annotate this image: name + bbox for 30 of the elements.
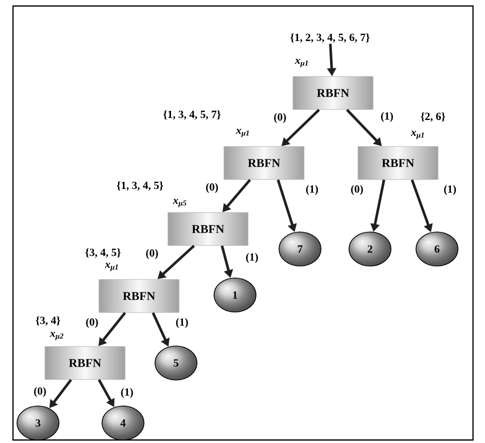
rbfn-box: RBFN [44, 346, 126, 380]
edge-label: (0) [34, 387, 46, 397]
edge-label: (1) [121, 388, 133, 398]
rbfn-box: RBFN [98, 279, 180, 313]
edge-label: (1) [444, 185, 456, 195]
edge-label: (1) [306, 185, 318, 195]
input-label: x$_{μ2}$ [50, 332, 64, 340]
set-label: {3, 4} [36, 316, 60, 326]
set-label: {1, 3, 4, 5} [116, 181, 164, 191]
edge-label: (1) [246, 253, 258, 263]
edge-label: (0) [206, 183, 218, 193]
rbfn-box: RBFN [168, 212, 248, 246]
input-label: x$_{μ5}$ [172, 198, 186, 208]
input-label: x$_{μ1}$ [410, 130, 424, 140]
rbfn-box: RBFN [292, 76, 374, 110]
edge-label: (1) [176, 318, 188, 328]
rbfn-box: RBFN [358, 146, 438, 180]
edge-label: (0) [146, 249, 158, 259]
input-label: x$_{μ1}$ [294, 58, 308, 68]
edge-label: (0) [86, 318, 98, 328]
set-label: {1, 3, 4, 5, 7} [163, 110, 221, 120]
edge-label: (1) [381, 112, 393, 122]
edge-label: (0) [351, 185, 363, 195]
input-label: x$_{μ1}$ [236, 128, 249, 138]
set-label: {3, 4, 5} [85, 248, 121, 258]
rbfn-box: RBFN [224, 146, 304, 180]
input-label: x$_{μ1}$ [104, 262, 118, 272]
set-label: {2, 6} [420, 112, 446, 122]
edge-label: (0) [274, 113, 286, 123]
set-label: {1, 2, 3, 4, 5, 6, 7} [290, 33, 370, 43]
